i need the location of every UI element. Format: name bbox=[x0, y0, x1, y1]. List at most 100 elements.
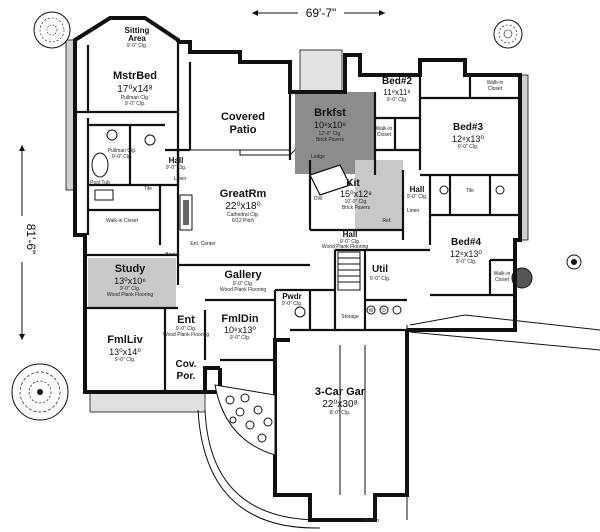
study-shading bbox=[88, 258, 176, 308]
svg-text:9'-0" Clg.: 9'-0" Clg. bbox=[340, 239, 360, 245]
svg-text:Sitting: Sitting bbox=[125, 26, 150, 35]
linen-label: Linen bbox=[174, 176, 186, 182]
svg-text:Hall: Hall bbox=[410, 185, 425, 194]
room-sitting: Sitting Area 9'-0" Clg. bbox=[125, 26, 150, 49]
exterior-walls bbox=[73, 16, 522, 522]
room-bed3: Bed#3 12⁸x13⁰ 9'-0" Clg. bbox=[452, 122, 484, 150]
room-hall-center: Hall 9'-0" Clg. Wood Plank Flooring bbox=[322, 230, 369, 250]
walkway bbox=[204, 409, 321, 521]
pool-tub-label: Pool Tub bbox=[90, 180, 110, 186]
svg-text:Cov.: Cov. bbox=[176, 359, 197, 370]
fixtures bbox=[91, 129, 505, 529]
svg-text:Patio: Patio bbox=[230, 124, 257, 136]
svg-text:Covered: Covered bbox=[221, 111, 265, 123]
washer-label: W bbox=[369, 308, 374, 314]
tree-icon bbox=[33, 11, 71, 49]
dryer-label: D bbox=[382, 308, 386, 314]
svg-text:FmlDin: FmlDin bbox=[221, 313, 259, 325]
svg-text:Brick Pavers: Brick Pavers bbox=[342, 205, 371, 211]
svg-text:13⁰x10⁶: 13⁰x10⁶ bbox=[114, 276, 146, 286]
dw-label: DW bbox=[314, 196, 323, 202]
svg-text:9'-0" Clg.: 9'-0" Clg. bbox=[112, 154, 132, 160]
room-hall-bed: Hall 9'-0" Clg. bbox=[407, 185, 427, 200]
svg-text:Wood Plank Flooring: Wood Plank Flooring bbox=[322, 244, 369, 250]
svg-text:Wood Plank Flooring: Wood Plank Flooring bbox=[107, 292, 154, 298]
room-mstrbed: MstrBed 17⁰x14⁸ Pullman Clg. 9'-0" Clg. bbox=[113, 70, 157, 107]
driveway bbox=[406, 314, 600, 520]
annotations: Pullman Clg. 9'-0" Clg. Pool Tub Walk-in… bbox=[90, 80, 510, 524]
room-brkfst: Brkfst 10⁸x10⁸ 12'-0" Clg. Brick Pavers bbox=[314, 107, 346, 143]
pullman-note: Pullman Clg. bbox=[108, 148, 136, 154]
water-heater-icon bbox=[392, 305, 402, 315]
svg-text:Area: Area bbox=[128, 34, 146, 43]
walkin-label-bed4: Walk-in bbox=[494, 271, 511, 277]
room-gallery: Gallery 9'-0" Clg. Wood Plank Flooring bbox=[220, 269, 267, 293]
sink-icon bbox=[144, 134, 156, 146]
dryer-icon bbox=[379, 305, 389, 315]
svg-text:9'-0" Clg.: 9'-0" Clg. bbox=[370, 276, 390, 282]
svg-text:10⁸x13⁰: 10⁸x13⁰ bbox=[224, 325, 256, 335]
svg-text:6/12 Pitch: 6/12 Pitch bbox=[232, 218, 254, 224]
svg-text:Study: Study bbox=[115, 263, 146, 275]
svg-text:3-Car Gar: 3-Car Gar bbox=[315, 386, 366, 398]
room-fmlliv: FmlLiv 13⁰x14⁰ 9'-0" Clg. bbox=[107, 334, 143, 363]
walkin-closet-label: Walk-in Closet bbox=[106, 218, 139, 224]
ent-center-label: Ent. Center bbox=[190, 241, 216, 247]
svg-text:Hall: Hall bbox=[343, 230, 358, 239]
porch-paving bbox=[214, 384, 276, 456]
svg-text:MstrBed: MstrBed bbox=[113, 70, 157, 82]
svg-text:Kit: Kit bbox=[346, 178, 360, 189]
svg-text:15⁰x12⁸: 15⁰x12⁸ bbox=[340, 189, 372, 199]
kitchen-shading bbox=[355, 160, 403, 230]
svg-text:Closet: Closet bbox=[488, 86, 503, 92]
sink-icon bbox=[495, 185, 505, 195]
tree-icon bbox=[11, 363, 69, 421]
room-garage: 3-Car Gar 22⁰x30⁸ 8'-0" Clg. bbox=[315, 386, 366, 416]
svg-text:Bed#2: Bed#2 bbox=[382, 76, 412, 87]
svg-text:11⁸x11⁸: 11⁸x11⁸ bbox=[383, 88, 410, 97]
svg-text:Brkfst: Brkfst bbox=[314, 107, 346, 119]
svg-text:9'-0" Clg.: 9'-0" Clg. bbox=[125, 101, 145, 107]
svg-text:13⁰x14⁰: 13⁰x14⁰ bbox=[109, 347, 141, 357]
kitchen-island bbox=[309, 164, 351, 196]
room-study: Study 13⁰x10⁶ 9'-0" Clg. Wood Plank Floo… bbox=[107, 263, 154, 298]
room-fmldin: FmlDin 10⁸x13⁰ 9'-0" Clg. bbox=[221, 313, 259, 341]
washer-icon bbox=[366, 305, 376, 315]
svg-text:12'-0" Clg.: 12'-0" Clg. bbox=[318, 131, 341, 137]
svg-text:Closet: Closet bbox=[377, 132, 392, 138]
svg-text:Gallery: Gallery bbox=[224, 269, 262, 281]
tree-icon bbox=[493, 19, 523, 49]
svg-text:Cathedral Clg.: Cathedral Clg. bbox=[227, 212, 259, 218]
linen-label-hall: Linen bbox=[407, 208, 419, 214]
svg-text:Bed#4: Bed#4 bbox=[451, 237, 481, 248]
svg-text:8'-0" Clg.: 8'-0" Clg. bbox=[330, 410, 350, 416]
room-hall-master: Hall 9'-0" Clg. bbox=[166, 156, 186, 171]
svg-text:22⁰x30⁸: 22⁰x30⁸ bbox=[322, 399, 357, 410]
svg-text:FmlLiv: FmlLiv bbox=[107, 334, 143, 346]
svg-text:10⁸x10⁸: 10⁸x10⁸ bbox=[314, 120, 346, 130]
svg-text:9'-0" Clg.: 9'-0" Clg. bbox=[387, 97, 407, 103]
svg-text:Pullman Clg.: Pullman Clg. bbox=[121, 95, 149, 101]
svg-text:9'-0" Clg.: 9'-0" Clg. bbox=[127, 43, 147, 49]
svg-text:9'-0" Clg.: 9'-0" Clg. bbox=[233, 281, 253, 287]
svg-text:Hall: Hall bbox=[169, 156, 184, 165]
toilet-icon bbox=[94, 189, 114, 201]
svg-text:Pwdr: Pwdr bbox=[282, 292, 302, 301]
room-kit: Kit 15⁰x12⁸ 10'-0" Clg. Brick Pavers bbox=[340, 178, 372, 211]
svg-text:9'-0" Clg.: 9'-0" Clg. bbox=[282, 301, 302, 307]
svg-text:10'-0" Clg.: 10'-0" Clg. bbox=[344, 199, 367, 205]
room-patio: Covered Patio bbox=[221, 111, 265, 136]
walkin-label-bed2: Walk-in bbox=[376, 126, 393, 132]
svg-text:9'-0" Clg.: 9'-0" Clg. bbox=[115, 357, 135, 363]
walkin-label-bed3: Walk-in bbox=[487, 80, 504, 86]
room-util: Util 9'-0" Clg. bbox=[370, 264, 390, 282]
stairs-icon bbox=[337, 251, 361, 291]
svg-text:9'-0" Clg.: 9'-0" Clg. bbox=[456, 259, 476, 265]
bookcase-label: Bookc. bbox=[165, 252, 180, 258]
svg-text:Por.: Por. bbox=[177, 371, 196, 382]
svg-text:Ent: Ent bbox=[177, 314, 195, 326]
svg-text:9'-0" Clg.: 9'-0" Clg. bbox=[407, 194, 427, 200]
ref-label: Ref. bbox=[382, 218, 391, 224]
depth-dimension: 81'-6" bbox=[14, 145, 38, 340]
